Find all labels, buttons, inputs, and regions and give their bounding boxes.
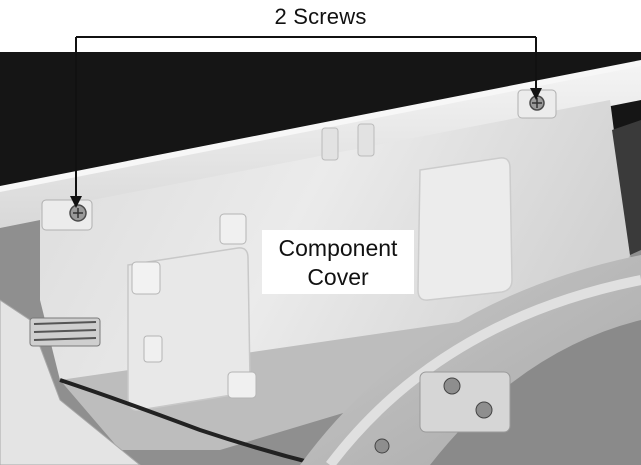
component-cover-label-line2: Cover: [307, 264, 369, 290]
wire-loop: [59, 378, 321, 465]
wire-2: [33, 329, 97, 333]
component-cover-label: Component Cover: [262, 230, 414, 294]
clip-cover-mid: [143, 335, 163, 363]
screw-right: [529, 95, 545, 111]
arrow-right: [530, 88, 542, 100]
component-cover-label-line1: Component: [278, 235, 398, 261]
top-rim-edge: [0, 60, 641, 192]
screw-left: [69, 204, 87, 222]
bolt-3: [374, 438, 390, 454]
bolt-2: [475, 401, 493, 419]
wire-1: [33, 321, 97, 325]
clip-cover-left: [131, 261, 161, 295]
right-edge-gap: [612, 120, 641, 255]
right-raised-pad: [417, 157, 513, 301]
wire-3: [33, 337, 97, 341]
base-bracket: [419, 371, 511, 433]
arrow-left: [70, 196, 82, 208]
clip-top-left: [321, 127, 339, 161]
screws-callout-label: 2 Screws: [274, 4, 367, 29]
clip-top-mid: [357, 123, 375, 157]
clip-cover-upper: [219, 213, 247, 245]
drum-rim-highlight: [326, 275, 641, 465]
bolt-1: [443, 377, 461, 395]
cover-bottom-shade: [60, 255, 640, 450]
screws-callout-bracket: [75, 36, 537, 200]
clip-cover-bottom: [227, 371, 257, 399]
